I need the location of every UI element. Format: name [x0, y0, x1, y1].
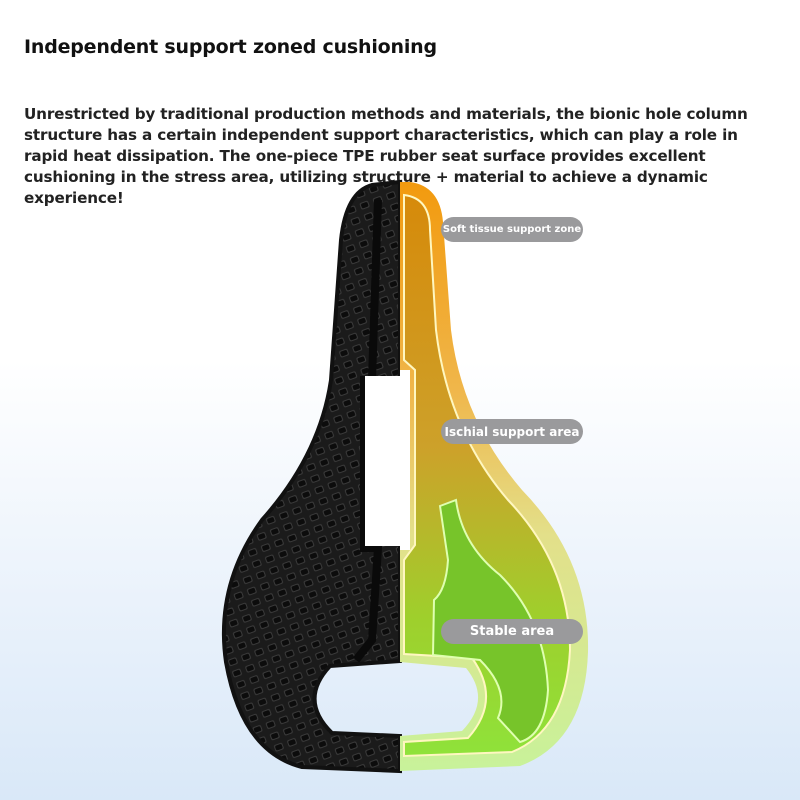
page-title: Independent support zoned cushioning: [24, 36, 437, 58]
description-text: Unrestricted by traditional production m…: [24, 105, 748, 207]
zone-label-ischial: Ischial support area: [441, 419, 583, 444]
zone-label-stable: Stable area: [441, 619, 583, 644]
saddle-left-half: [221, 179, 402, 774]
zone-label-soft-tissue: Soft tissue support zone: [441, 217, 583, 242]
saddle-center-slot: [365, 376, 400, 546]
